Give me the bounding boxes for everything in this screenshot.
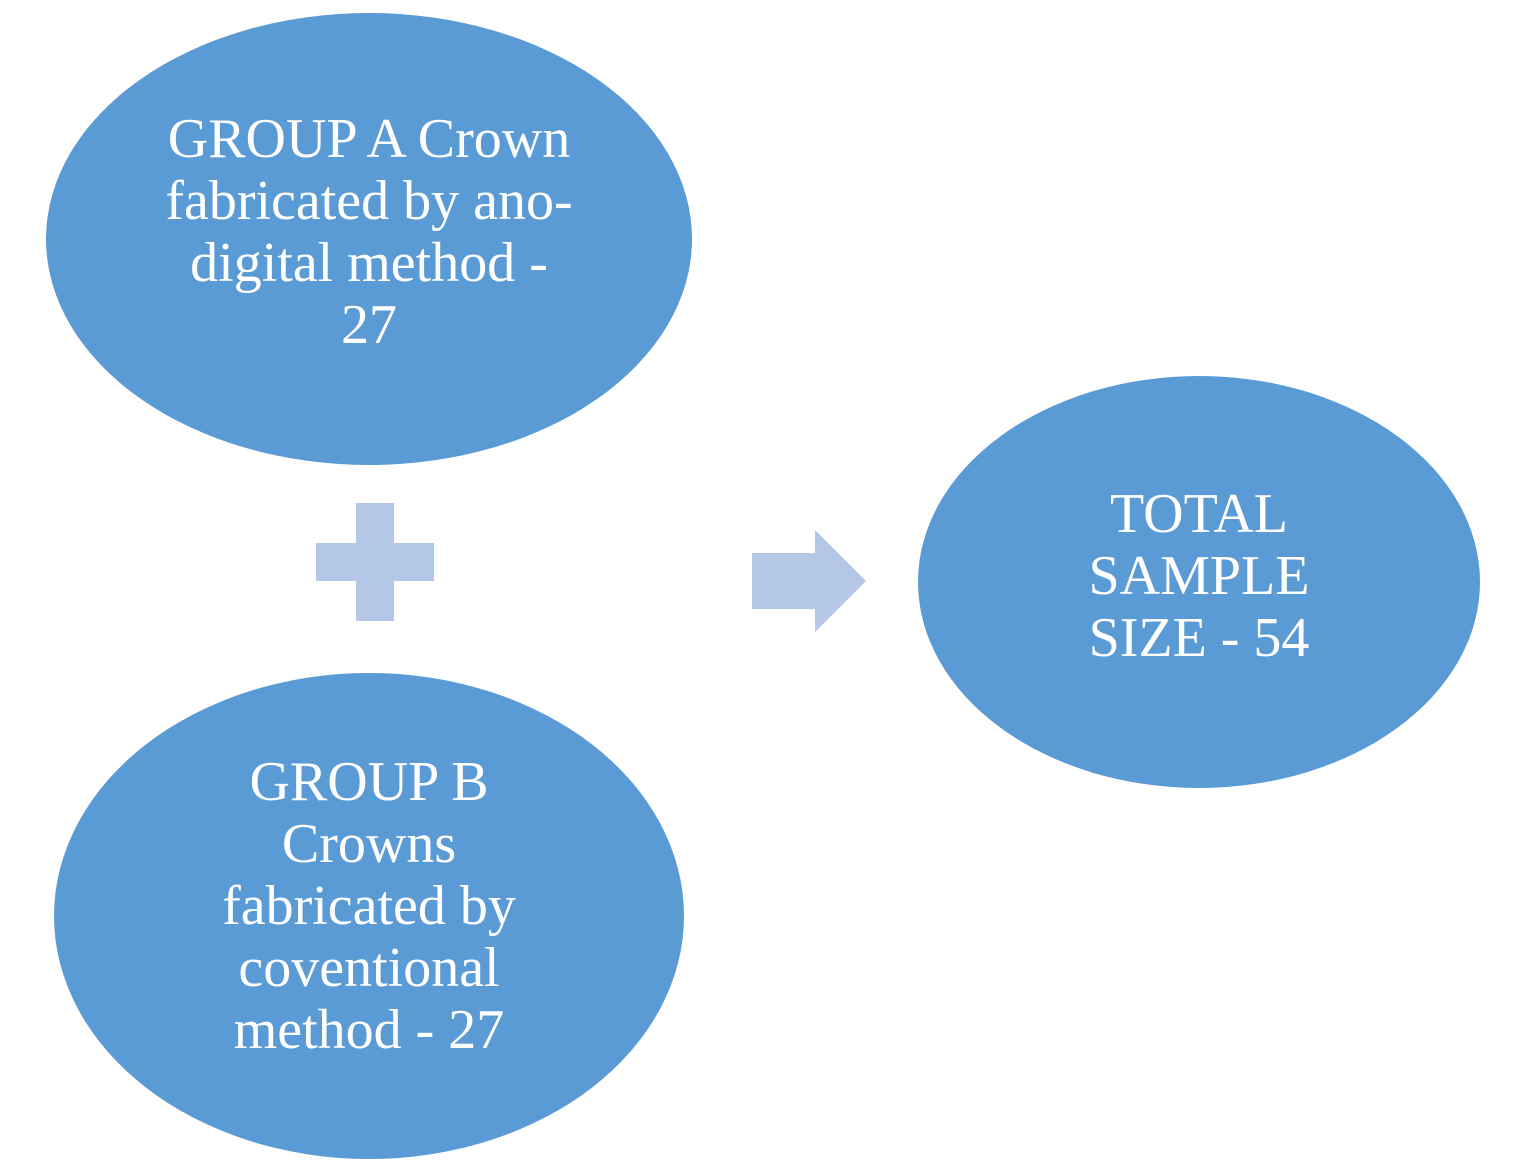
node-group-a-line-1: GROUP A Crown — [167, 108, 571, 170]
node-group-a: GROUP A Crown fabricated by ano- digital… — [46, 13, 692, 465]
node-group-b-line-1: GROUP B — [249, 751, 489, 813]
node-group-a-label: GROUP A Crown fabricated by ano- digital… — [134, 108, 604, 356]
plus-icon — [316, 503, 434, 621]
node-total-sample: TOTAL SAMPLE SIZE - 54 — [918, 376, 1480, 788]
node-group-b: GROUP B Crowns fabricated by coventional… — [54, 673, 684, 1159]
node-group-a-line-3: digital method - — [190, 232, 548, 294]
node-group-b-line-4: coventional — [238, 937, 500, 999]
node-total-line-1: TOTAL — [1109, 483, 1288, 545]
node-total-label: TOTAL SAMPLE SIZE - 54 — [1049, 483, 1349, 669]
node-group-b-line-5: method - 27 — [233, 999, 505, 1061]
node-group-a-line-4: 27 — [341, 294, 397, 356]
node-group-a-line-2: fabricated by ano- — [165, 170, 573, 232]
node-total-line-2: SAMPLE — [1088, 545, 1310, 607]
arrow-right-icon — [752, 530, 866, 632]
node-group-b-line-2: Crowns — [281, 813, 457, 875]
node-group-b-label: GROUP B Crowns fabricated by coventional… — [189, 751, 549, 1061]
node-total-line-3: SIZE - 54 — [1088, 607, 1310, 669]
node-group-b-line-3: fabricated by — [222, 875, 516, 937]
